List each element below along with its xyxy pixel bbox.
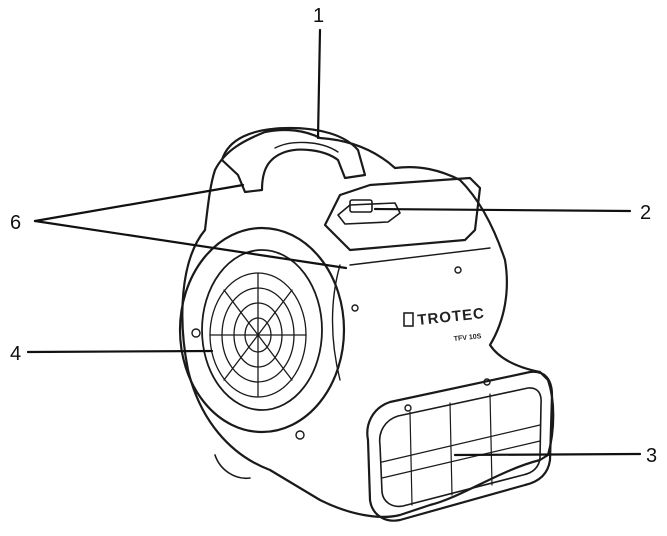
ring-screw-left <box>191 328 201 338</box>
ring-screw-bottom <box>295 430 305 440</box>
leader-6b <box>33 219 348 270</box>
front-ring-outer <box>178 226 346 434</box>
switch-housing <box>323 176 482 252</box>
outlet-grille <box>381 393 541 506</box>
panel-line-top <box>349 247 491 266</box>
callout-labels: 1 2 3 4 6 <box>10 5 657 467</box>
leader-4 <box>26 349 214 354</box>
screw-3 <box>404 404 412 412</box>
outlet-inner <box>378 387 542 508</box>
leader-3 <box>453 452 642 457</box>
callout-2: 2 <box>640 202 651 224</box>
base-foot-left <box>214 454 251 480</box>
callout-6: 6 <box>10 212 21 234</box>
brand-text: TROTEC <box>417 305 486 329</box>
carry-handle <box>220 126 367 194</box>
leader-2 <box>373 207 632 213</box>
screw-2 <box>351 304 359 312</box>
switch-plate <box>337 202 401 225</box>
rocker-switch <box>349 199 373 213</box>
fan-illustration <box>178 126 555 522</box>
callout-3: 3 <box>646 445 657 467</box>
callout-4: 4 <box>10 343 21 365</box>
outlet-frame <box>366 370 554 522</box>
intake-grille <box>209 272 307 398</box>
handle-grip <box>274 141 339 153</box>
leader-6a <box>33 183 245 223</box>
branding: TROTEC TFV 10S <box>403 305 486 343</box>
screw-1 <box>454 266 462 274</box>
front-ring-inner <box>201 249 323 411</box>
callout-1: 1 <box>313 5 324 27</box>
leader-lines <box>26 28 642 457</box>
housing-outline <box>181 128 555 518</box>
leader-1 <box>316 28 322 140</box>
brand-logo-mark <box>403 312 414 327</box>
model-text: TFV 10S <box>453 333 482 343</box>
